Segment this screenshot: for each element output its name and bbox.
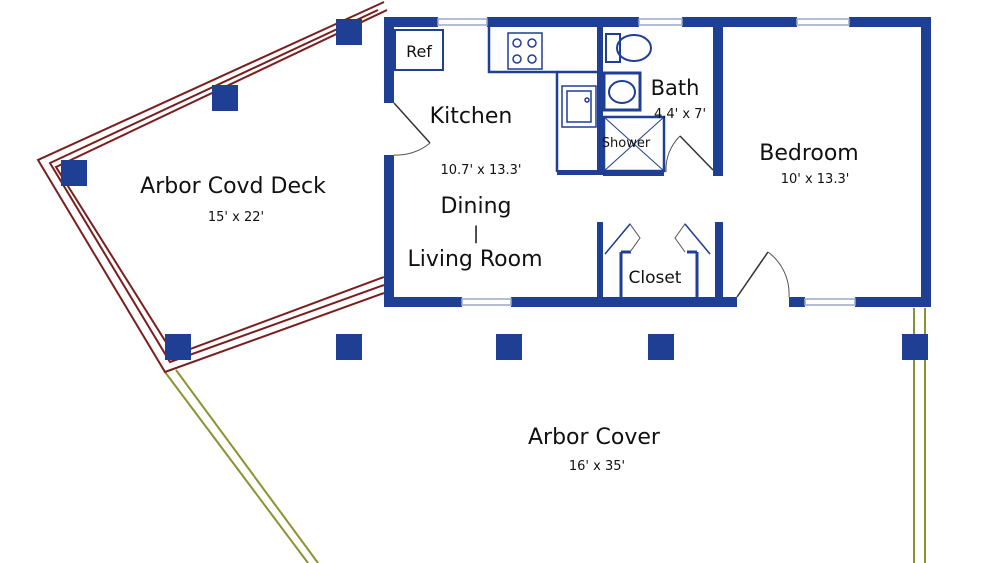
arbor-dims: 16' x 35' bbox=[569, 459, 625, 474]
closet-outline bbox=[619, 250, 699, 297]
kitchen-name: Kitchen bbox=[430, 104, 513, 129]
dining-line2: | bbox=[473, 223, 479, 244]
closet-doors bbox=[604, 223, 711, 255]
bedroom-dims: 10' x 13.3' bbox=[781, 172, 850, 187]
arbor-name: Arbor Cover bbox=[528, 425, 661, 450]
toilet bbox=[605, 33, 652, 63]
shower-label: Shower bbox=[602, 136, 651, 151]
shower bbox=[602, 115, 666, 173]
entry-door bbox=[393, 102, 431, 156]
bath-door bbox=[665, 135, 714, 173]
exterior-walls bbox=[384, 17, 931, 307]
kitchen-counter bbox=[487, 27, 603, 172]
dining-line3: Living Room bbox=[407, 247, 542, 272]
interior-walls bbox=[557, 24, 723, 298]
ref-label: Ref bbox=[406, 42, 432, 61]
bath-dims: 4.4' x 7' bbox=[654, 107, 706, 122]
bedroom-door bbox=[736, 251, 790, 298]
deck-dims: 15' x 22' bbox=[208, 210, 264, 225]
refrigerator bbox=[394, 29, 444, 71]
deck-name: Arbor Covd Deck bbox=[140, 174, 326, 199]
arbor-posts bbox=[61, 19, 928, 360]
bath-name: Bath bbox=[651, 76, 700, 100]
dining-line1: Dining bbox=[440, 194, 511, 219]
stove bbox=[507, 32, 543, 70]
closet-name: Closet bbox=[629, 268, 682, 288]
bath-sink bbox=[602, 71, 642, 112]
bedroom-name: Bedroom bbox=[759, 141, 859, 166]
kitchen-sink bbox=[561, 85, 597, 128]
windows bbox=[437, 18, 856, 306]
kitchen-dims: 10.7' x 13.3' bbox=[441, 163, 522, 178]
